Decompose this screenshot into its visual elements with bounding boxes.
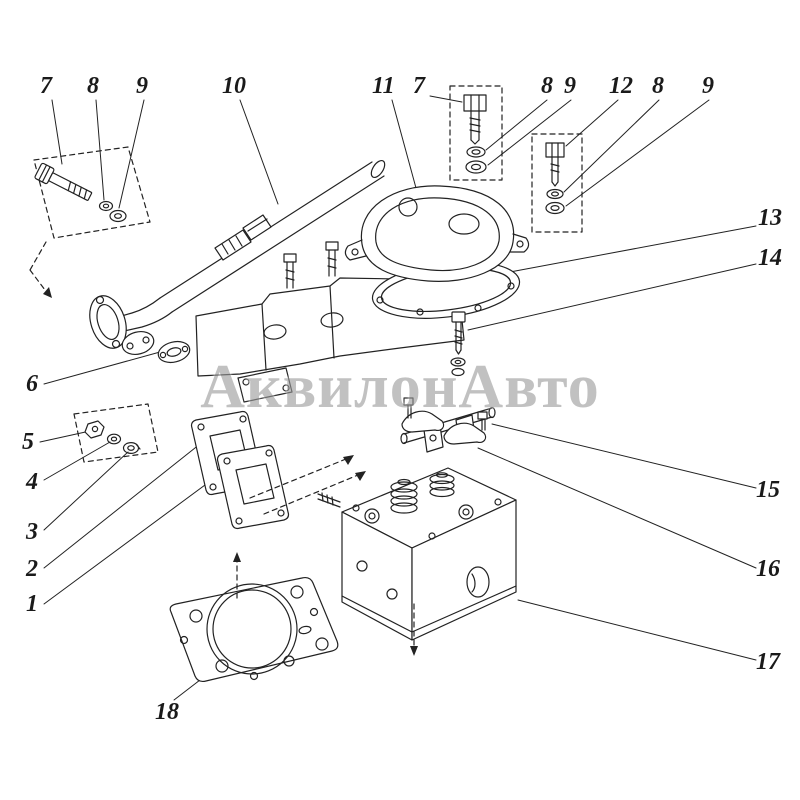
cover — [344, 185, 530, 282]
bolt-14 — [450, 311, 466, 377]
valve-spring — [390, 478, 418, 514]
bolt-kit-left — [29, 146, 151, 298]
bolt-icon — [34, 162, 93, 201]
valve-spring — [429, 472, 455, 498]
assembly-arrows — [233, 455, 418, 656]
bolt-kit-right — [449, 85, 503, 181]
cylinder-head — [317, 467, 517, 641]
port-gaskets — [190, 410, 290, 530]
fastener-kit — [73, 403, 159, 463]
rocker-assembly — [400, 397, 496, 453]
leader-lines — [39, 95, 757, 701]
water-pipe — [89, 159, 386, 356]
head-gasket — [169, 576, 339, 683]
bolt-kit-12 — [531, 133, 583, 233]
flange-gasket — [157, 340, 191, 364]
